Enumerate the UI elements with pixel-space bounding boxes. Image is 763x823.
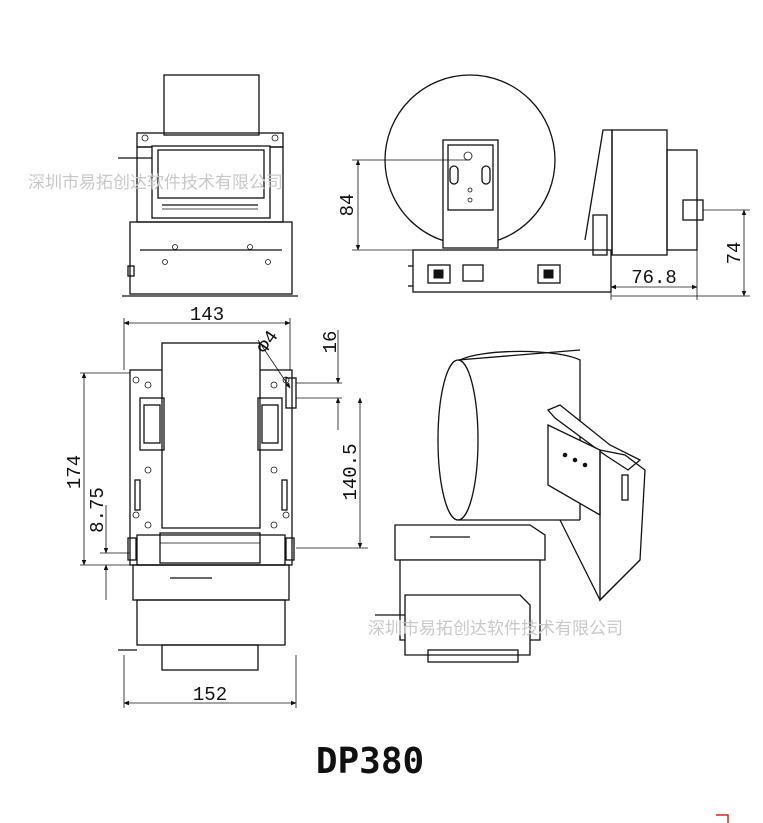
dimension-lines (80, 159, 750, 708)
dim-height-1405: 140.5 (340, 443, 362, 500)
isometric-view (375, 349, 646, 663)
dim-width-top: 143 (190, 304, 224, 326)
side-view (384, 74, 704, 293)
dim-height-84: 84 (337, 194, 359, 217)
dim-height-174: 174 (64, 455, 86, 489)
model-title: DP380 (316, 741, 424, 782)
watermark-top: 深圳市易拓创达软件技术有限公司 (28, 173, 283, 193)
front-view (118, 74, 298, 297)
dim-depth-16: 16 (320, 331, 342, 354)
top-view (118, 342, 297, 671)
dim-offset-875: 8.75 (87, 487, 109, 533)
watermark-bottom: 深圳市易拓创达软件技术有限公司 (368, 619, 623, 639)
dim-width-768: 76.8 (631, 267, 677, 289)
dim-width-bottom: 152 (193, 684, 227, 706)
dim-height-74: 74 (724, 242, 746, 265)
corner-mark (716, 814, 729, 823)
